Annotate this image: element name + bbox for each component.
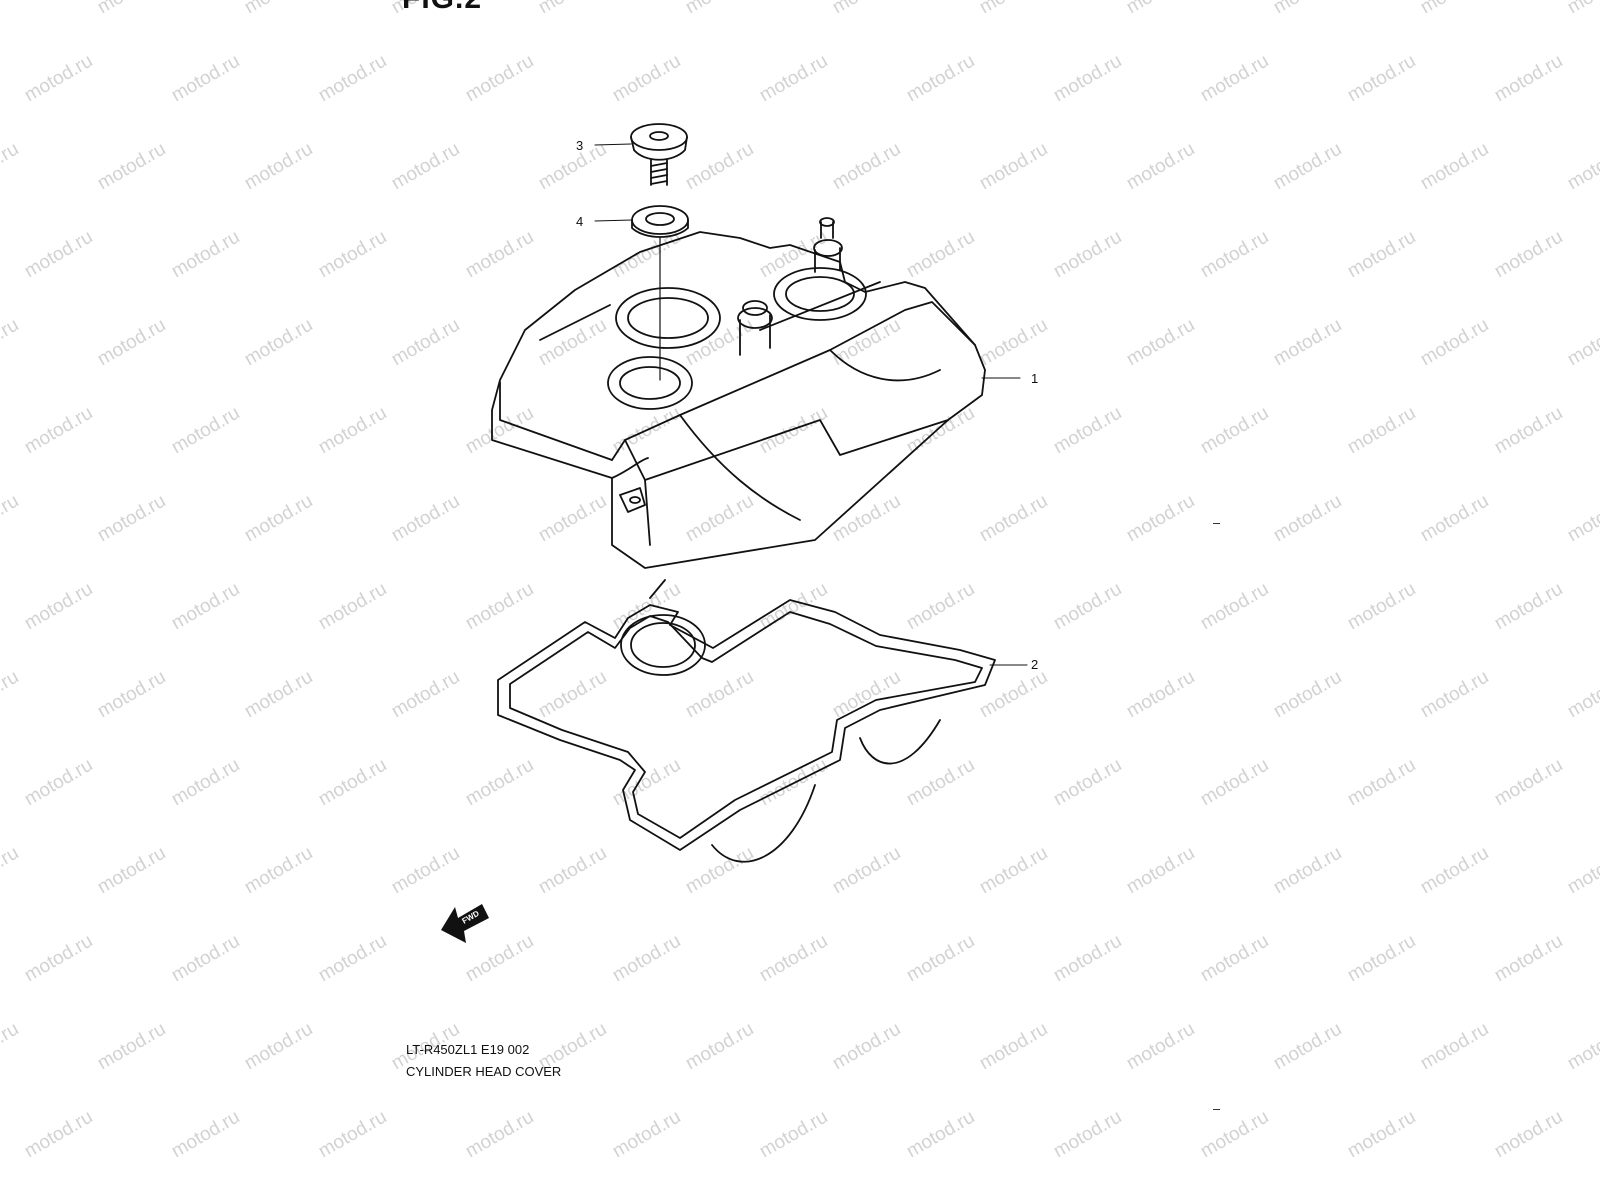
leader-line-4	[594, 219, 633, 222]
callout-2: 2	[1031, 657, 1039, 672]
leader-line-3	[594, 143, 632, 146]
figure-title: FIG.2	[402, 0, 482, 16]
mark-dash	[1213, 1109, 1220, 1110]
cylinder-head-cover-gasket	[497, 579, 996, 863]
callout-1: 1	[1031, 371, 1039, 386]
fwd-arrow: FWD	[441, 904, 489, 943]
model-code: LT-R450ZL1 E19 002	[406, 1042, 530, 1057]
bolt-washer	[631, 205, 689, 238]
mark-dash	[1213, 523, 1220, 524]
figure-caption: CYLINDER HEAD COVER	[406, 1064, 562, 1079]
cover-bolt	[630, 123, 688, 186]
callout-3: 3	[576, 138, 584, 153]
cylinder-head-cover	[491, 217, 986, 569]
callout-4: 4	[576, 214, 584, 229]
